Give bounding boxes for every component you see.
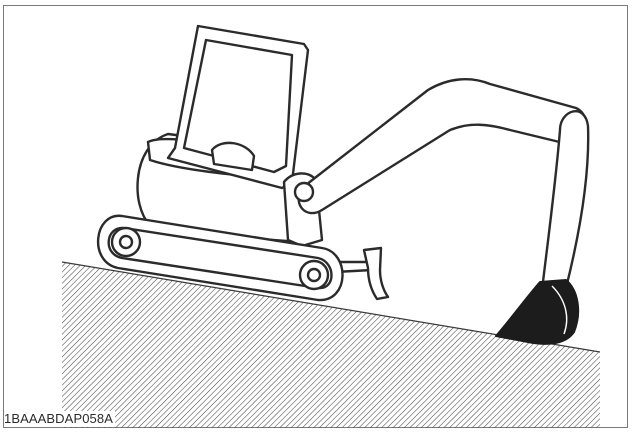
figure-caption: 1BAAABDAP058A — [4, 411, 115, 427]
sprocket-wheel-hub — [308, 269, 320, 281]
boom — [299, 79, 587, 213]
boom-pivot — [295, 183, 313, 201]
idler-wheel-hub — [120, 236, 132, 248]
dozer-blade — [364, 248, 388, 299]
